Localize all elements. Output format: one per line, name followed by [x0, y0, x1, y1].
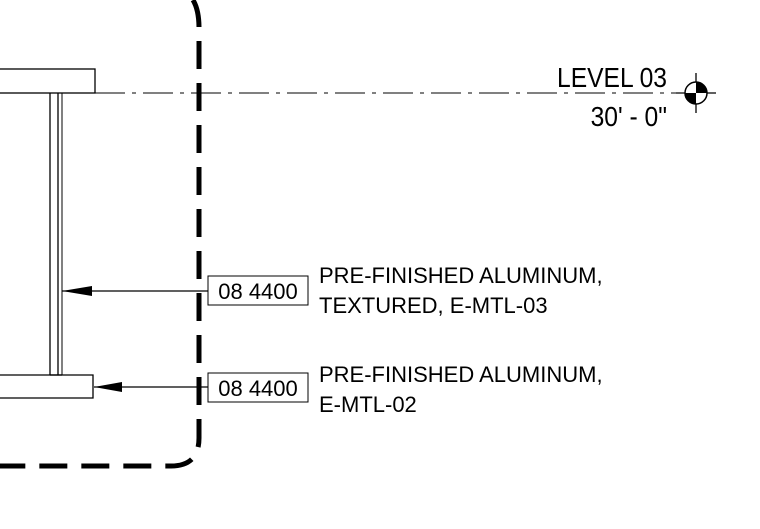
leader-line-2: [94, 382, 208, 392]
keynote-tag-box-2: [207, 372, 309, 403]
top-slab: [0, 68, 96, 94]
keynote-tag-1: 08 4400: [218, 279, 298, 304]
level-name: LEVEL 03: [557, 62, 667, 94]
bottom-slab: [0, 374, 94, 399]
level-elevation: 30' - 0": [591, 101, 667, 133]
keynote-1-line-1: PRE-FINISHED ALUMINUM,: [319, 263, 603, 288]
aluminum-panel: [49, 93, 63, 376]
keynote-tag-box-1: [207, 275, 309, 306]
detail-boundary-dashed: [0, 0, 202, 469]
keynote-tag-2: 08 4400: [218, 376, 298, 401]
keynote-1-line-2: TEXTURED, E-MTL-03: [319, 293, 548, 318]
level-target-icon: [676, 73, 716, 113]
leader-line-1: [62, 286, 208, 296]
keynote-2-line-2: E-MTL-02: [319, 392, 417, 417]
keynote-2-line-1: PRE-FINISHED ALUMINUM,: [319, 362, 603, 387]
